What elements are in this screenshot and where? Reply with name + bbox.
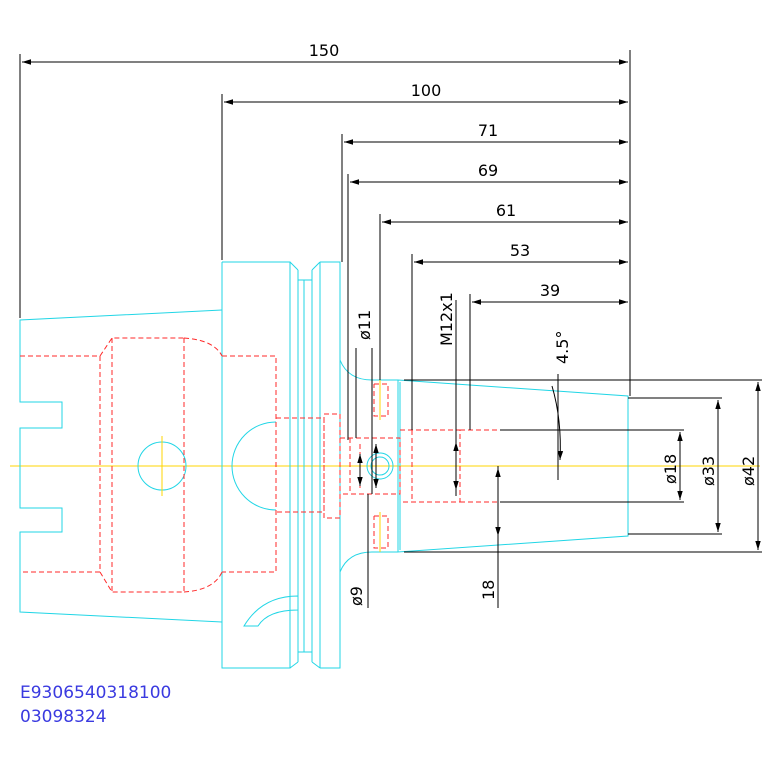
dim-71: 71 <box>478 121 498 140</box>
part-code-2: 03098324 <box>20 707 107 727</box>
dim-dia-18: ø18 <box>661 454 680 484</box>
dim-dia-42: ø42 <box>739 456 758 486</box>
dim-thread: M12x1 <box>437 292 456 346</box>
dim-100: 100 <box>411 81 442 100</box>
dimension-labels: 150 100 71 69 61 53 39 ø11 M12x1 4.5° ø1… <box>309 41 758 606</box>
dim-18: 18 <box>479 580 498 600</box>
dim-dia-11: ø11 <box>355 310 374 340</box>
dim-53: 53 <box>510 241 530 260</box>
dim-dia-33: ø33 <box>699 456 718 486</box>
hidden-lines <box>20 337 628 593</box>
dim-dia-9: ø9 <box>347 586 366 606</box>
part-code-1: E9306540318100 <box>20 683 171 703</box>
dim-150: 150 <box>309 41 340 60</box>
dim-39: 39 <box>540 281 560 300</box>
dim-angle: 4.5° <box>553 331 572 364</box>
dim-61: 61 <box>496 201 516 220</box>
dim-69: 69 <box>478 161 498 180</box>
dimension-lines <box>19 50 762 608</box>
